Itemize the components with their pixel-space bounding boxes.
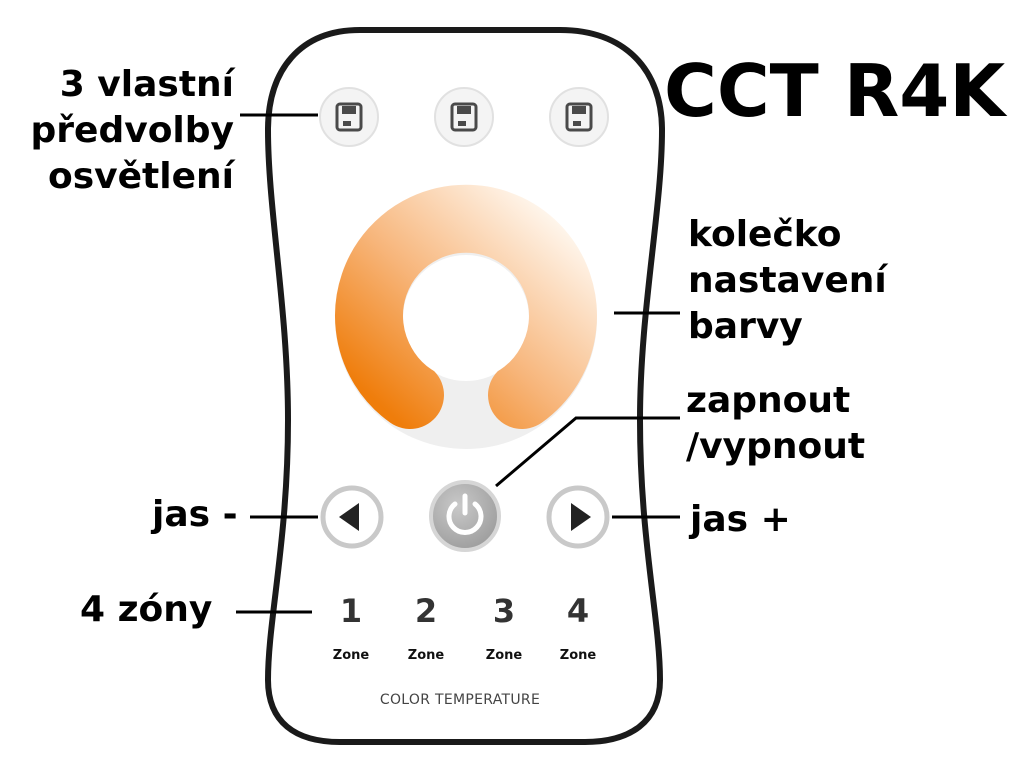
- zone-label-4: Zone: [559, 648, 597, 663]
- preset-button-3[interactable]: [549, 87, 609, 147]
- brightness-up-button[interactable]: [546, 485, 610, 549]
- zone-label-2: Zone: [407, 648, 445, 663]
- zone-button-3[interactable]: 3: [492, 592, 516, 630]
- color-wheel-center: [404, 256, 528, 380]
- save-icon: [450, 102, 478, 132]
- brightness-down-callout-label: jas -: [152, 494, 238, 535]
- power-callout-label: zapnout /vypnout: [686, 380, 866, 467]
- zone-label-3: Zone: [485, 648, 523, 663]
- brightness-up-callout-label: jas +: [690, 499, 791, 540]
- color-wheel[interactable]: [335, 184, 597, 449]
- color-wheel-callout-label: kolečko nastavení barvy: [688, 214, 887, 347]
- triangle-left-icon: [339, 503, 359, 531]
- color-wheel-track: [335, 184, 597, 429]
- callout-lines: [236, 113, 680, 614]
- save-icon: [335, 102, 363, 132]
- power-icon: [446, 493, 484, 535]
- save-icon: [565, 102, 593, 132]
- brightness-down-button[interactable]: [320, 485, 384, 549]
- power-button[interactable]: [429, 480, 501, 552]
- zone-button-1[interactable]: 1: [339, 592, 363, 630]
- zone-label-1: Zone: [332, 648, 370, 663]
- zone-button-4[interactable]: 4: [566, 592, 590, 630]
- footer-label: COLOR TEMPERATURE: [379, 692, 541, 708]
- triangle-right-icon: [571, 503, 591, 531]
- product-title: CCT R4K: [664, 49, 1006, 133]
- preset-button-2[interactable]: [434, 87, 494, 147]
- preset-button-1[interactable]: [319, 87, 379, 147]
- callout-power: [495, 416, 680, 488]
- presets-callout-label: 3 vlastní předvolby osvětlení: [30, 64, 234, 197]
- zones-callout-label: 4 zóny: [80, 589, 213, 630]
- zone-button-2[interactable]: 2: [414, 592, 438, 630]
